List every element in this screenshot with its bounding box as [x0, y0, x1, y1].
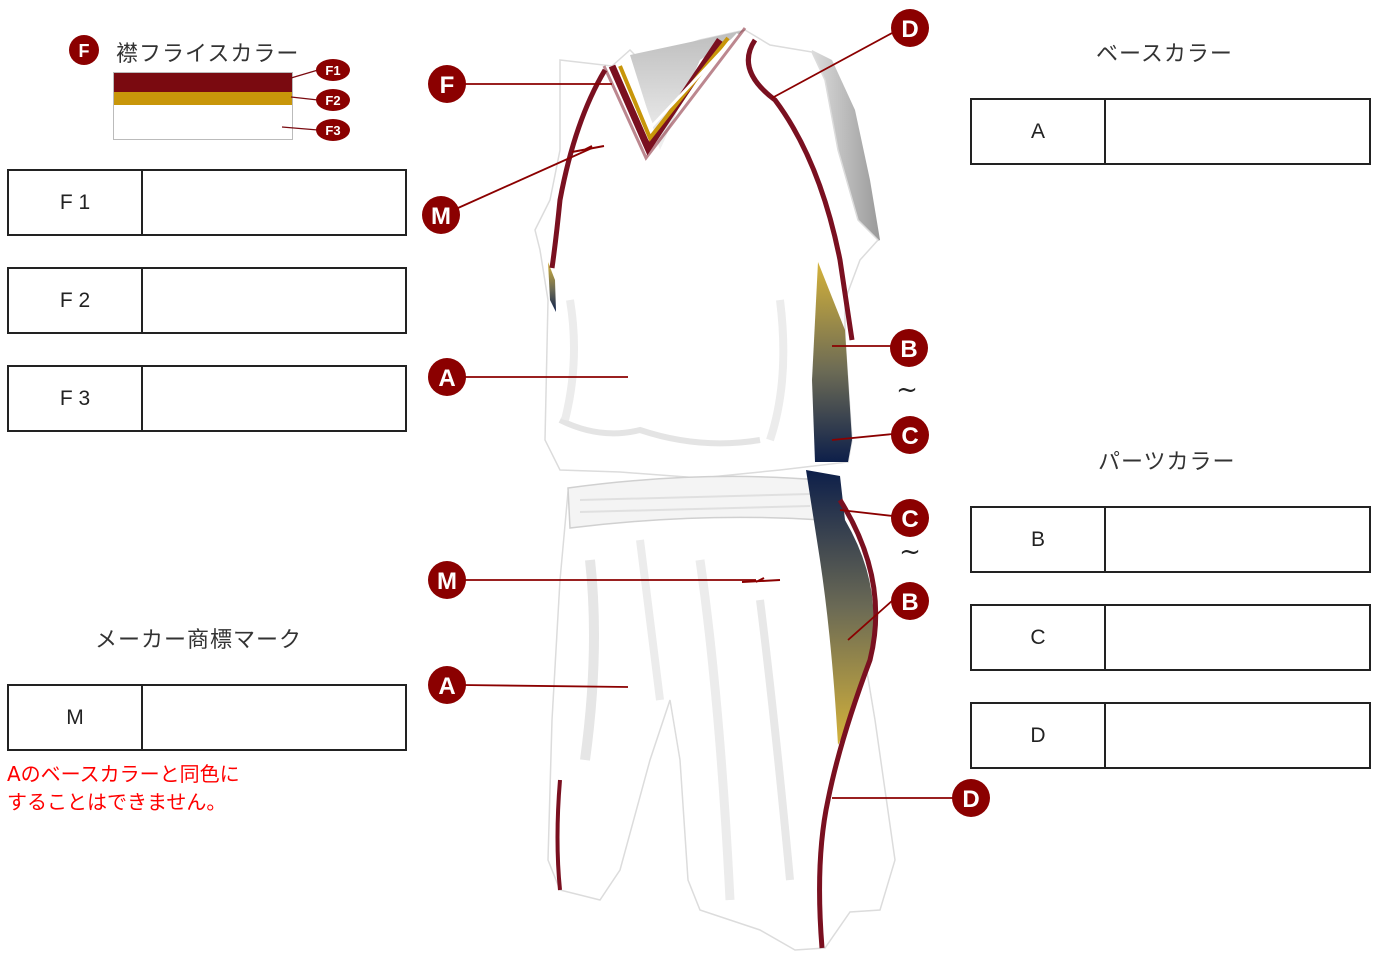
callout-b-bottom-letter: B	[901, 589, 918, 616]
b-row-label: B	[972, 508, 1106, 571]
maker-mark-note-line2: することはできません。	[7, 790, 227, 814]
callout-m-bottom: M	[428, 561, 466, 599]
c-row-label: C	[972, 606, 1106, 669]
callout-d-bottom-letter: D	[962, 786, 979, 813]
callout-b-top-icon	[890, 329, 928, 367]
callout-a-bottom-letter: A	[438, 673, 455, 700]
callout-m-top-icon	[422, 196, 460, 234]
callout-a-top-icon	[428, 358, 466, 396]
f2-row-label: F 2	[9, 269, 143, 332]
callout-b-top: B	[890, 329, 928, 367]
f3-row-label: F 3	[9, 367, 143, 430]
d-row: D	[970, 702, 1371, 769]
callout-m-top: M	[422, 196, 460, 234]
f1-tag-icon	[316, 59, 350, 81]
collar-f-badge-icon: F	[69, 35, 99, 65]
callout-a-top-letter: A	[438, 365, 455, 392]
callout-c-bottom-icon	[891, 499, 929, 537]
f1-tag-text: F1	[325, 63, 340, 78]
callout-d-top: D	[891, 9, 929, 47]
f3-tag-text: F3	[325, 123, 340, 138]
callout-f: F	[428, 65, 466, 103]
callout-a-bottom-icon	[428, 666, 466, 704]
callout-a-bottom: A	[428, 666, 466, 704]
callout-d-bottom: D	[952, 779, 990, 817]
callout-d-top-letter: D	[901, 16, 918, 43]
shorts-side-panel	[806, 470, 874, 745]
parts-color-title: パーツカラー	[1098, 450, 1236, 475]
collar-stripe-f1	[114, 73, 292, 92]
collar-f-badge-letter: F	[79, 41, 90, 61]
collar-stripe-swatch	[113, 72, 293, 140]
base-color-title: ベースカラー	[1096, 42, 1233, 67]
m-row-label: M	[9, 686, 143, 749]
jersey	[534, 27, 880, 479]
callout-f-icon	[428, 65, 466, 103]
collar-legend-title: 襟フライスカラー	[116, 42, 300, 67]
f1-row-label: F 1	[9, 171, 143, 234]
collar-stripe-tags: F1 F2 F3	[281, 59, 350, 141]
callout-c-top: C	[891, 416, 929, 454]
callout-m-bottom-icon	[428, 561, 466, 599]
callout-d-bottom-icon	[952, 779, 990, 817]
collar-stripe-f3	[114, 105, 292, 139]
callout-d-top-icon	[891, 9, 929, 47]
f3-tag-icon	[316, 119, 350, 141]
f3-row: F 3	[7, 365, 407, 432]
maker-mark-title: メーカー商標マーク	[95, 628, 303, 653]
callout-b-bottom-icon	[891, 582, 929, 620]
callout-m-top-letter: M	[431, 203, 451, 230]
jersey-side-panel	[812, 262, 852, 462]
maker-mark-note: Aのベースカラーと同色に することはできません。	[7, 760, 240, 816]
callout-c-top-icon	[891, 416, 929, 454]
tilde-bottom: ~	[899, 537, 921, 567]
f2-row: F 2	[7, 267, 407, 334]
c-row: C	[970, 604, 1371, 671]
a-row: A	[970, 98, 1371, 165]
leader-lines	[457, 31, 958, 799]
shorts	[547, 470, 896, 951]
callout-c-top-letter: C	[901, 423, 918, 450]
callout-f-letter: F	[440, 72, 455, 99]
collar-stripe-f2	[114, 92, 292, 105]
maker-mark-note-line1: Aのベースカラーと同色に	[7, 762, 240, 786]
f2-tag-text: F2	[325, 93, 340, 108]
tilde-top: ~	[896, 375, 918, 405]
callout-c-bottom: C	[891, 499, 929, 537]
f1-row: F 1	[7, 169, 407, 236]
m-row: M	[7, 684, 407, 751]
a-row-label: A	[972, 100, 1106, 163]
d-row-label: D	[972, 704, 1106, 767]
f2-tag-icon	[316, 89, 350, 111]
b-row: B	[970, 506, 1371, 573]
callout-a-top: A	[428, 358, 466, 396]
callout-b-top-letter: B	[900, 336, 917, 363]
callout-c-bottom-letter: C	[901, 506, 918, 533]
callout-m-bottom-letter: M	[437, 568, 457, 595]
callout-b-bottom: B	[891, 582, 929, 620]
